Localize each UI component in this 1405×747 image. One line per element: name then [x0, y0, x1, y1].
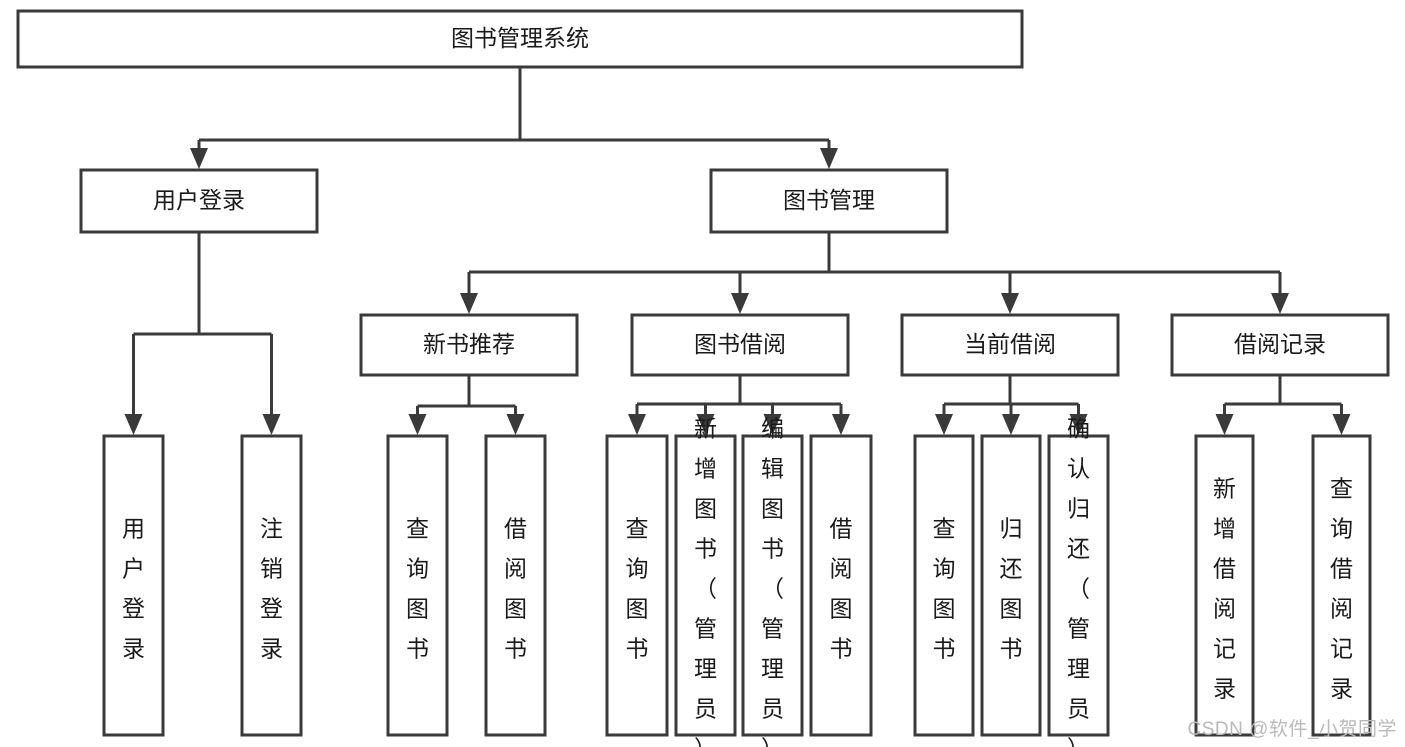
node-book-manage[interactable]: 图书管理: [709, 168, 949, 234]
arrow-head-icon: [731, 293, 749, 314]
connector-group: [190, 67, 838, 169]
arrow-head-icon: [1215, 414, 1234, 435]
node-leaf-rec-add[interactable]: 新增借阅记录: [1194, 434, 1255, 737]
arrow-head-icon: [1002, 414, 1020, 435]
arrow-head-icon: [124, 414, 143, 435]
node-label: 查询借阅记录: [1330, 476, 1353, 702]
node-box[interactable]: [484, 434, 547, 737]
node-leaf-rec-borrow[interactable]: 借阅图书: [484, 434, 547, 737]
node-leaf-cur-confirm[interactable]: 确认归还（管理员）: [1047, 416, 1110, 747]
node-box[interactable]: [605, 434, 669, 737]
node-leaf-borrow-do[interactable]: 借阅图书: [809, 434, 873, 737]
arrow-head-icon: [696, 414, 715, 435]
arrow-head-icon: [820, 148, 838, 169]
node-borrow-record[interactable]: 借阅记录: [1170, 313, 1390, 377]
arrow-head-icon: [935, 414, 953, 435]
node-leaf-borrow-edit[interactable]: 编辑图书（管理员）: [741, 416, 804, 747]
node-current-borrow[interactable]: 当前借阅: [900, 313, 1120, 377]
connector-layer: [124, 67, 1351, 435]
node-box[interactable]: [79, 168, 319, 234]
connector-group: [1215, 375, 1351, 435]
arrow-head-icon: [408, 414, 427, 435]
node-label: 借阅图书: [830, 516, 853, 662]
node-label: 用户登录: [153, 187, 245, 213]
node-label: 图书管理系统: [451, 25, 589, 51]
node-label: 归还图书: [1000, 516, 1023, 662]
node-leaf-borrow-add[interactable]: 新增图书（管理员）: [674, 416, 737, 747]
arrow-head-icon: [1271, 293, 1289, 314]
node-layer: 图书管理系统用户登录图书管理新书推荐图书借阅当前借阅借阅记录用户登录注销登录查询…: [16, 9, 1390, 747]
node-leaf-rec-search[interactable]: 查询借阅记录: [1311, 434, 1372, 737]
node-label: 编辑图书（管理员）: [761, 416, 784, 747]
node-label: 用户登录: [122, 516, 145, 662]
node-box[interactable]: [1047, 434, 1110, 737]
node-leaf-cur-return[interactable]: 归还图书: [980, 434, 1042, 737]
node-box[interactable]: [1170, 313, 1390, 377]
node-label: 注销登录: [260, 516, 283, 662]
connector-group: [124, 232, 281, 435]
node-box[interactable]: [709, 168, 949, 234]
node-box[interactable]: [913, 434, 975, 737]
node-label: 查询图书: [933, 516, 956, 662]
node-label: 借阅记录: [1234, 331, 1326, 357]
connector-group: [935, 375, 1088, 435]
node-label: 新书推荐: [423, 331, 515, 357]
arrow-head-icon: [1069, 414, 1088, 435]
node-label: 借阅图书: [504, 516, 527, 662]
connector-group: [460, 232, 1289, 314]
arrow-head-icon: [1001, 293, 1019, 314]
node-book-borrow[interactable]: 图书借阅: [630, 313, 850, 377]
node-box[interactable]: [809, 434, 873, 737]
node-label: 确认归还（管理员）: [1067, 416, 1090, 747]
node-box[interactable]: [741, 434, 804, 737]
node-box[interactable]: [674, 434, 737, 737]
node-box[interactable]: [16, 9, 1024, 69]
node-label: 新增借阅记录: [1213, 476, 1236, 702]
node-new-book-rec[interactable]: 新书推荐: [359, 313, 579, 377]
arrow-head-icon: [190, 148, 208, 169]
node-label: 查询图书: [406, 516, 429, 662]
node-leaf-rec-query[interactable]: 查询图书: [386, 434, 449, 737]
connector-group: [408, 375, 525, 435]
node-leaf-borrow-query[interactable]: 查询图书: [605, 434, 669, 737]
arrow-head-icon: [506, 414, 525, 435]
node-label: 新增图书（管理员）: [694, 416, 717, 747]
watermark-label: CSDN @软件_小贺同学: [1187, 719, 1397, 740]
arrow-head-icon: [262, 414, 281, 435]
node-root[interactable]: 图书管理系统: [16, 9, 1024, 69]
node-leaf-user-logout[interactable]: 注销登录: [240, 434, 303, 737]
node-label: 图书管理: [783, 187, 875, 213]
arrow-head-icon: [460, 293, 478, 314]
arrow-head-icon: [1332, 414, 1351, 435]
node-leaf-user-login[interactable]: 用户登录: [102, 434, 165, 737]
node-box[interactable]: [386, 434, 449, 737]
node-box[interactable]: [240, 434, 303, 737]
node-box[interactable]: [359, 313, 579, 377]
node-box[interactable]: [630, 313, 850, 377]
node-box[interactable]: [1311, 434, 1372, 737]
arrow-head-icon: [763, 414, 782, 435]
node-box[interactable]: [900, 313, 1120, 377]
node-label: 当前借阅: [964, 331, 1056, 357]
node-label: 查询图书: [626, 516, 649, 662]
arrow-head-icon: [628, 414, 646, 435]
arrow-head-icon: [832, 414, 850, 435]
node-user-login[interactable]: 用户登录: [79, 168, 319, 234]
node-box[interactable]: [102, 434, 165, 737]
connector-group: [628, 375, 850, 435]
node-label: 图书借阅: [694, 331, 786, 357]
node-box[interactable]: [1194, 434, 1255, 737]
node-leaf-cur-query[interactable]: 查询图书: [913, 434, 975, 737]
node-box[interactable]: [980, 434, 1042, 737]
